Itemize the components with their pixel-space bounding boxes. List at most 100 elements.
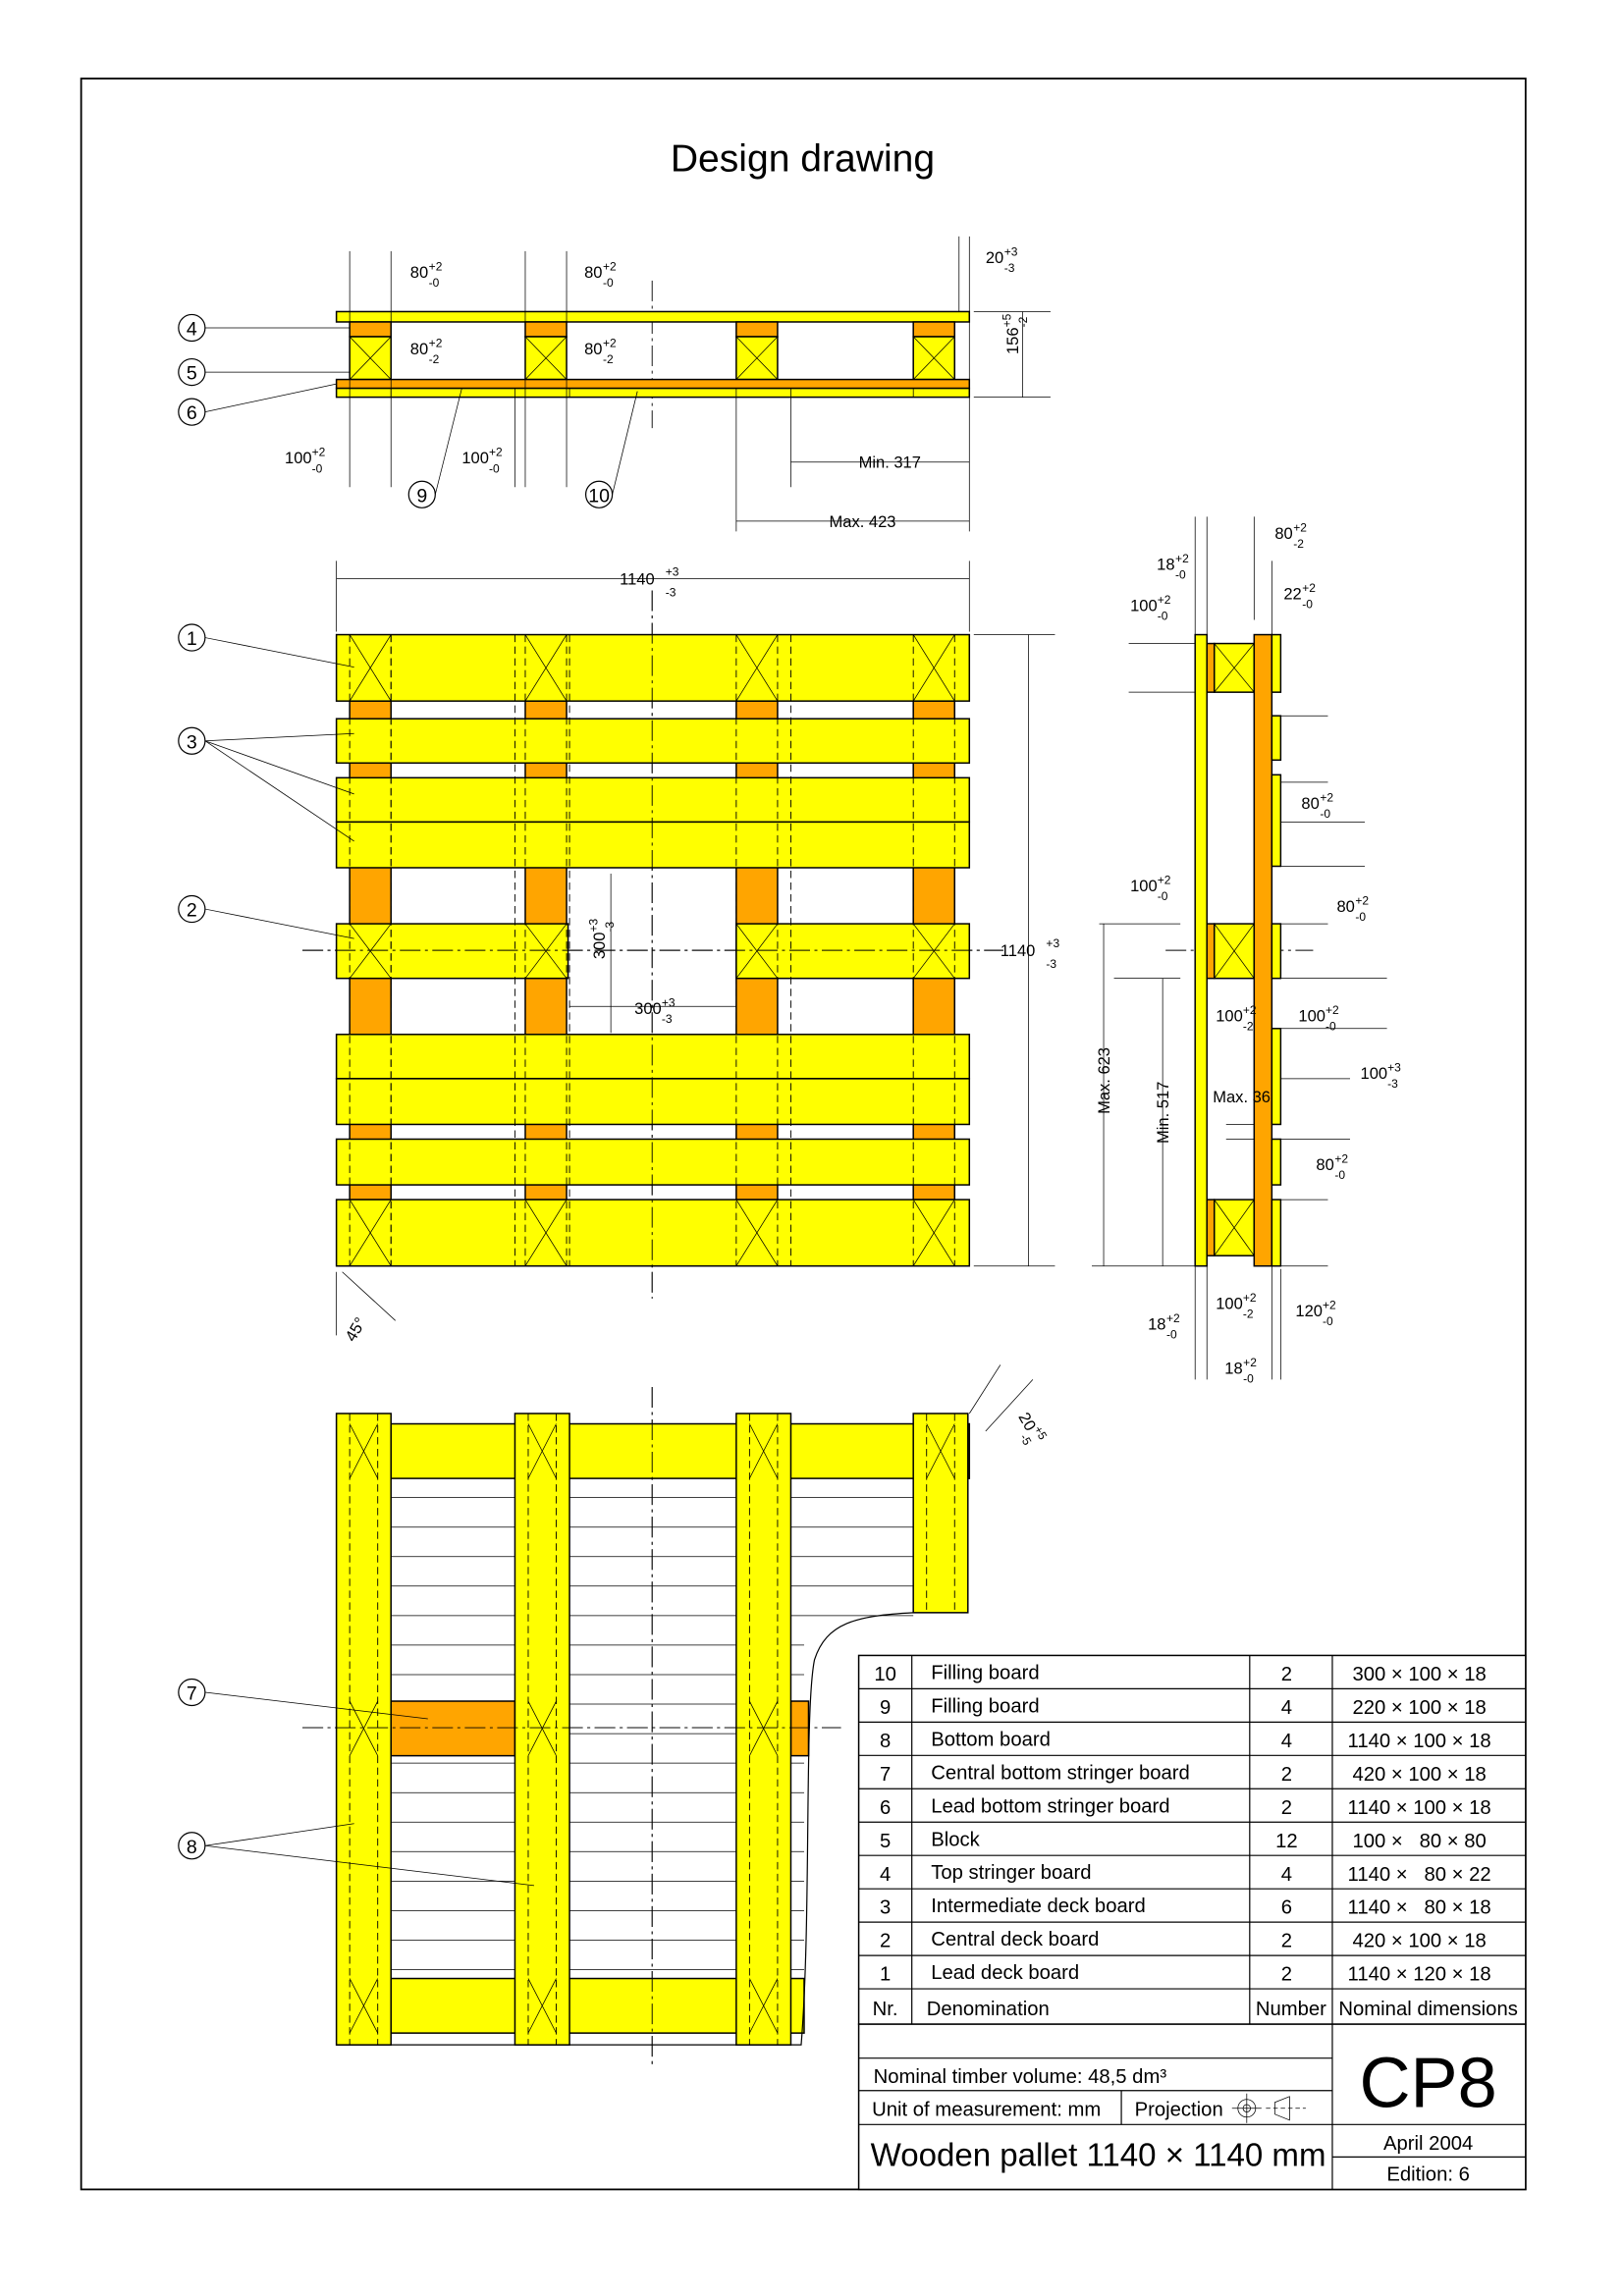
tolerance-lower: -0 [489,461,500,475]
plan-view [302,561,1055,1336]
row-nr: 1 [880,1964,891,1986]
timber-volume: Nominal timber volume: 48,5 dm³ [874,2066,1167,2088]
intermediate-deck-board [335,776,971,824]
row-number: 4 [1281,1864,1292,1886]
row-dimensions: 420 × 100 × 18 [1352,1764,1486,1786]
tolerance-upper: +2 [1175,552,1189,565]
tolerance-lower: -0 [1320,807,1330,821]
dimension-value: 80 [410,340,428,358]
dimension-value: 80 [1301,794,1319,813]
row-dimensions: 1140 × 120 × 18 [1348,1964,1491,1986]
dimension-value: 300 [634,999,662,1018]
bottom-board [390,1422,971,1479]
tolerance-lower: -5 [1017,1431,1035,1448]
tolerance-upper: +3 [662,995,676,1009]
tolerance-lower: -0 [1243,1371,1254,1385]
tolerance-upper: +3 [666,564,679,578]
row-dimensions: 100 × 80 × 80 [1352,1831,1486,1852]
tolerance-upper: +2 [312,446,326,459]
intermediate-deck-board [335,821,971,869]
dimension-value: 1140 [620,569,655,588]
dimension-label: 18+2-0 [1224,1356,1257,1386]
dimension-label: 100+2-0 [1130,593,1171,623]
dimension-value: 80 [1336,897,1354,916]
row-denomination: Central deck board [931,1929,1099,1950]
side-elevation-view [335,236,1051,532]
top-stringer-board [912,321,956,338]
central-deck-board [335,923,569,980]
dimension-label: 120+2-0 [1295,1298,1336,1328]
drawing-name: Wooden pallet 1140 × 1140 mm [871,2137,1326,2173]
projection-symbol-icon [1231,2093,1306,2123]
balloon-label: 6 [187,402,197,424]
dimension-value: 45° [342,1314,370,1345]
row-number: 2 [1281,1664,1292,1685]
row-number: 4 [1281,1697,1292,1719]
balloon-label: 2 [187,900,197,922]
row-dimensions: 1140 × 80 × 22 [1348,1864,1491,1886]
tolerance-upper: +3 [1387,1060,1401,1074]
balloon-label: 4 [187,318,197,340]
drawing-date: April 2004 [1383,2133,1473,2155]
dimension-label: 20+5-5 [1014,1409,1050,1448]
top-stringer-board [524,321,568,338]
dimension-label: 80+2-0 [1336,894,1369,925]
dimension-value: 80 [584,340,602,358]
dimension-label: 100+2-0 [285,446,326,476]
tolerance-lower: -0 [429,276,440,290]
dimension-label: 80+2-0 [410,259,443,290]
row-number: 12 [1275,1831,1298,1852]
tolerance-upper: +3 [1046,936,1059,950]
end-elevation-view [1092,516,1387,1380]
intermediate-deck-board [335,1034,971,1080]
dimension-label: 1140 +3 -3 [620,564,679,599]
header-denomination: Denomination [927,1999,1050,2020]
row-denomination: Lead bottom stringer board [931,1795,1169,1817]
tolerance-lower: -2 [1016,316,1030,327]
dimension-label: 100+3-3 [1361,1060,1402,1091]
tolerance-upper: +2 [429,259,443,273]
row-denomination: Block [931,1829,980,1850]
tolerance-lower: -0 [1302,598,1313,612]
tolerance-lower: -2 [1243,1307,1254,1320]
drawing-edition: Edition: 6 [1386,2163,1470,2185]
bottom-board [390,1977,805,2034]
dimension-label: 80+2-0 [584,259,617,290]
dimension-label: 1140 +3 -3 [1001,936,1060,971]
tolerance-lower: -0 [1166,1327,1177,1341]
balloon-7: 7 [178,1678,428,1720]
dimension-label: 18+2-0 [1157,552,1189,582]
drawing-code: CP8 [1359,2044,1496,2122]
intermediate-deck-board [335,1078,971,1126]
row-denomination: Top stringer board [931,1862,1091,1884]
row-number: 6 [1281,1897,1292,1919]
tolerance-lower: -0 [1325,1019,1336,1033]
tolerance-upper: +2 [1334,1152,1348,1166]
dimension-value: 80 [1274,524,1292,543]
tolerance-upper: +2 [1243,1291,1257,1305]
row-nr: 5 [880,1831,891,1852]
dimension-label: 45° [342,1314,370,1345]
dimension-value: 100 [1216,1294,1243,1312]
lead-bottom-stringer-board [912,1413,969,1614]
tolerance-lower: -3 [1004,261,1015,275]
lead-deck-board [335,1199,971,1267]
dimension-label: Max. 623 [1095,1047,1113,1114]
tolerance-lower: -3 [666,585,676,599]
tolerance-lower: -3 [1046,957,1056,971]
row-dimensions: 220 × 100 × 18 [1352,1697,1486,1719]
row-number: 2 [1281,1931,1292,1952]
tolerance-lower: -2 [1243,1019,1254,1033]
tolerance-lower: -3 [603,921,617,932]
dimension-value: Max. 623 [1095,1047,1113,1114]
row-nr: 6 [880,1797,891,1819]
drawing-frame [80,78,1527,2191]
dimension-label: 80+2-0 [1301,790,1333,821]
tolerance-lower: -2 [1293,537,1304,551]
dimension-value: 1140 [1001,941,1036,960]
